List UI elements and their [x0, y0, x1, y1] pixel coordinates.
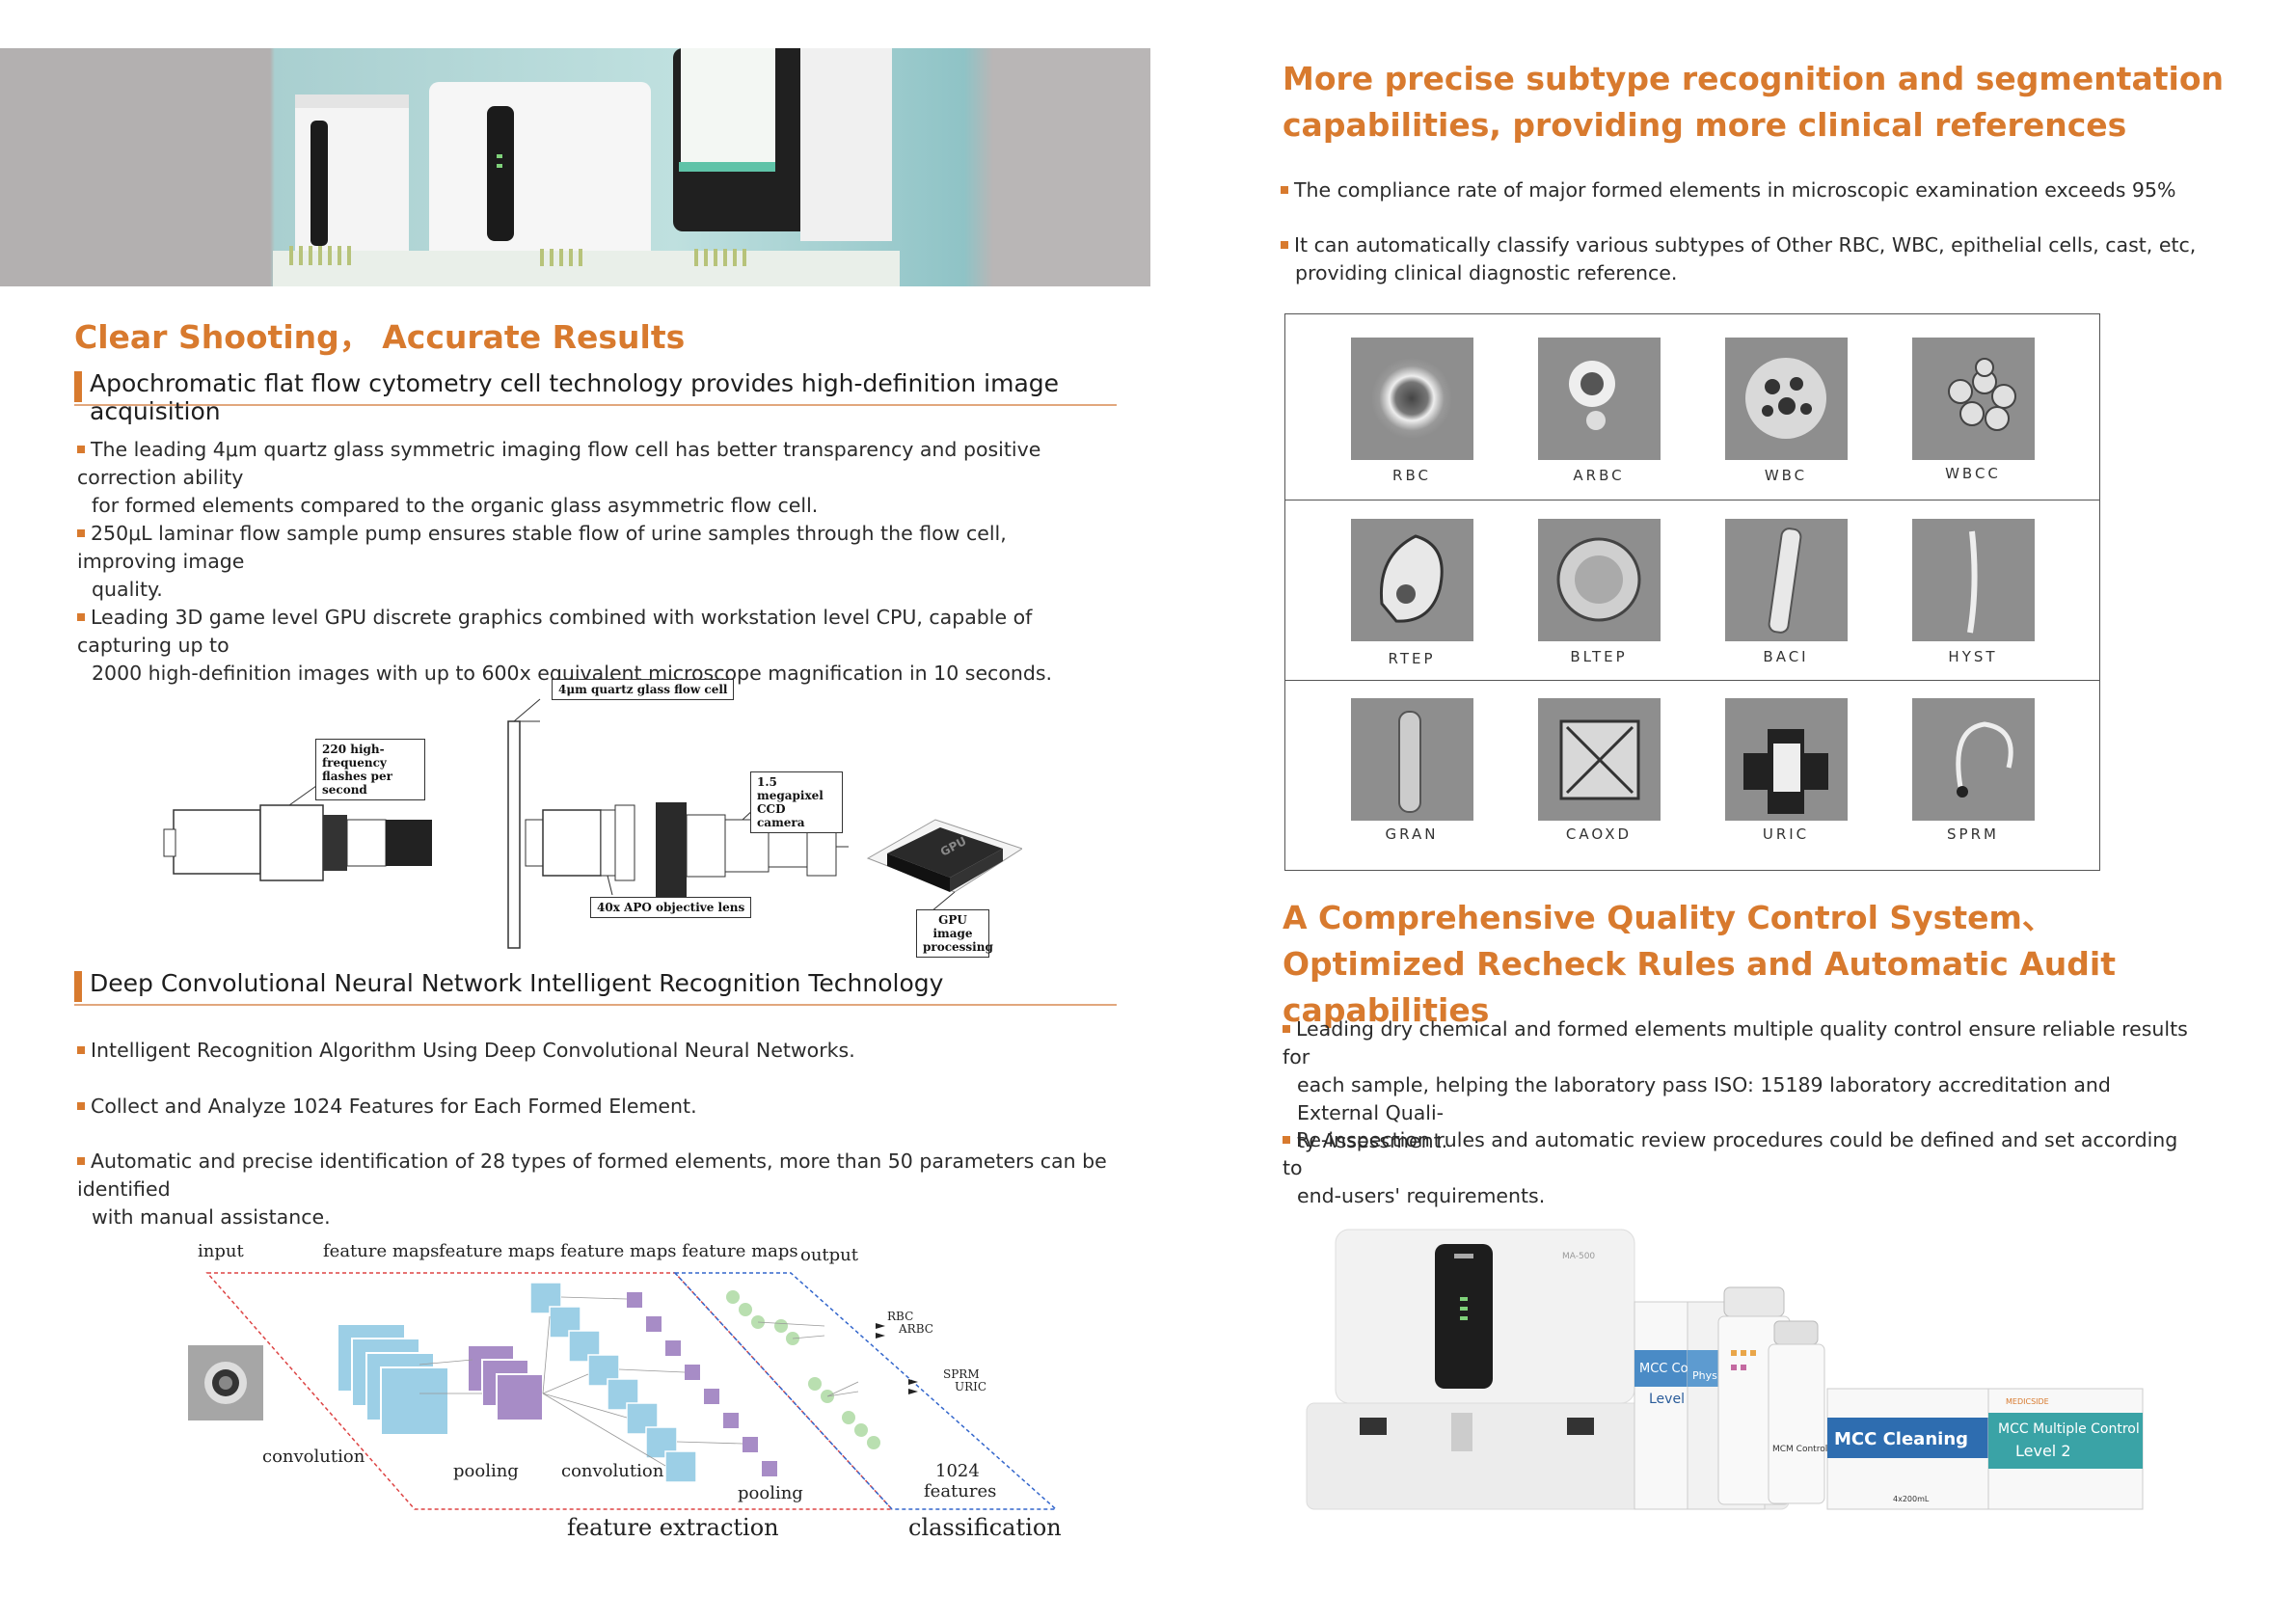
hero-photo: [0, 48, 1150, 286]
cnn-out-uric: URIC: [955, 1380, 987, 1393]
box4-brand: MEDICSIDE: [2006, 1397, 2049, 1406]
cnn-label-feature-maps-1: feature maps: [323, 1241, 440, 1261]
bullet-marker: [1283, 1025, 1290, 1033]
bullet-marker: [77, 529, 85, 537]
cell-label-wbcc: WBCC: [1945, 465, 2001, 482]
cnn-label-output: output: [800, 1245, 859, 1265]
bullet-marker: [1281, 241, 1288, 249]
cnn-label-input: input: [198, 1241, 244, 1261]
optics-diagram: GPU: [163, 698, 1022, 949]
bullet-1024-features: Collect and Analyze 1024 Features for Ea…: [77, 1093, 1109, 1121]
product-photo: MA-500 MCC Cor Level Physical MCM Contro…: [1306, 1229, 2144, 1510]
cnn-label-pooling-1: pooling: [453, 1461, 519, 1481]
cnn-label-1024: 1024: [935, 1461, 980, 1481]
subhead-deep-cnn: Deep Convolutional Neural Network Intell…: [74, 969, 1117, 1006]
cell-label-sprm: SPRM: [1947, 825, 1999, 843]
bullet-marker: [77, 613, 85, 621]
bullet-gpu: Leading 3D game level GPU discrete graph…: [77, 606, 1053, 685]
bullet-quality-control: Leading dry chemical and formed elements…: [1283, 1017, 2188, 1152]
cell-label-gran: GRAN: [1385, 825, 1439, 843]
cnn-label-feature-extraction: feature extraction: [567, 1514, 779, 1541]
cnn-label-convolution-2: convolution: [561, 1461, 664, 1481]
cnn-out-arbc: ARBC: [899, 1322, 933, 1336]
cnn-label-classification: classification: [908, 1514, 1062, 1541]
cnn-diagram: [188, 1272, 1058, 1510]
cnn-out-rbc: RBC: [887, 1310, 914, 1323]
cell-label-uric: URIC: [1762, 825, 1810, 843]
analyzer-model-label: MA-500: [1562, 1252, 1595, 1261]
bullet-marker: [1281, 186, 1288, 194]
box4-level: Level 2: [2015, 1442, 2071, 1460]
gallery-divider: [1285, 680, 2099, 681]
callout-flow-cell: 4μm quartz glass flow cell: [552, 679, 735, 700]
bullet-marker: [77, 446, 85, 453]
cnn-label-features: features: [924, 1481, 997, 1501]
section-heading-subtype: More precise subtype recognition and seg…: [1283, 60, 2224, 144]
cell-label-hyst: HYST: [1948, 648, 1998, 665]
bullet-marker: [77, 1102, 85, 1110]
box3-volume: 4x200mL: [1893, 1495, 1930, 1503]
bottle-label: MCM Control: [1772, 1445, 1827, 1454]
callout-flashes: 220 high-frequency flashes per second: [315, 739, 425, 800]
subhead-apochromatic: Apochromatic flat flow cytometry cell te…: [74, 369, 1117, 425]
box1-level: Level: [1649, 1392, 1685, 1407]
cnn-label-pooling-2: pooling: [738, 1483, 803, 1503]
cell-images: [1351, 338, 2035, 821]
section-heading-quality-control: A Comprehensive Quality Control System、 …: [1283, 899, 2116, 1029]
cell-label-rtep: RTEP: [1388, 650, 1436, 667]
cnn-out-sprm: SPRM: [943, 1367, 980, 1381]
bullet-marker: [77, 1157, 85, 1165]
box3-label: MCC Cleaning: [1834, 1429, 1968, 1449]
cell-label-rbc: RBC: [1392, 467, 1431, 484]
bullet-flow-cell: The leading 4μm quartz glass symmetric i…: [77, 438, 1041, 517]
cell-label-wbc: WBC: [1764, 467, 1808, 484]
bullet-compliance: The compliance rate of major formed elem…: [1281, 176, 2206, 204]
bullet-marker: [1283, 1136, 1290, 1144]
bullet-28-types: Automatic and precise identification of …: [77, 1150, 1107, 1229]
section-heading-clear-shooting: Clear Shooting， Accurate Results: [74, 318, 686, 356]
box4-label: MCC Multiple Control: [1998, 1421, 2140, 1437]
cell-label-caoxd: CAOXD: [1565, 825, 1633, 843]
cell-label-bltep: BLTEP: [1570, 648, 1628, 665]
callout-gpu: GPU image processing: [916, 909, 993, 958]
cell-label-baci: BACI: [1763, 648, 1809, 665]
box1-label: MCC Cor: [1639, 1362, 1694, 1376]
callout-camera: 1.5 megapixel CCD camera: [750, 771, 843, 833]
bullet-subtypes: It can automatically classify various su…: [1281, 231, 2206, 287]
cell-gallery: RBC ARBC WBC WBCC RTEP BLTEP BACI HYST G…: [1284, 313, 2100, 871]
cell-label-arbc: ARBC: [1573, 467, 1625, 484]
bullet-cnn-algorithm: Intelligent Recognition Algorithm Using …: [77, 1037, 1109, 1065]
callout-objective-lens: 40x APO objective lens: [590, 897, 752, 918]
bullet-reinspection: Re-inspection rules and automatic review…: [1283, 1128, 2178, 1207]
cnn-label-convolution-1: convolution: [262, 1447, 365, 1467]
bullet-marker: [77, 1046, 85, 1054]
bullet-sample-pump: 250μL laminar flow sample pump ensures s…: [77, 522, 1007, 601]
cnn-label-feature-maps-2: feature maps feature maps feature maps: [439, 1241, 798, 1261]
